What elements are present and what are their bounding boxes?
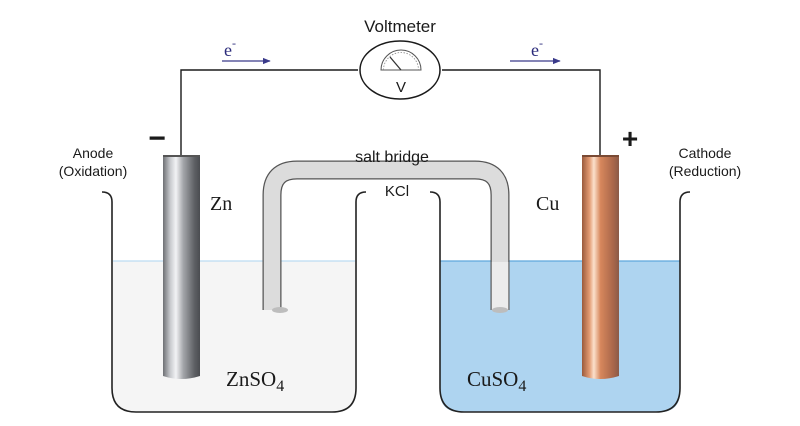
anode-sign: −	[148, 122, 166, 155]
anode-role-label: Anode	[73, 145, 114, 161]
voltmeter-dial	[380, 49, 422, 71]
wire-left	[180, 69, 358, 155]
voltmeter-needle	[389, 56, 402, 71]
zinc-rod	[163, 155, 200, 379]
voltmeter: Voltmeter V	[359, 17, 441, 100]
salt-bridge-right-end	[492, 307, 508, 313]
electron-label: e-	[531, 36, 543, 60]
wire-right	[442, 69, 601, 155]
zinc-label: Zn	[210, 193, 232, 215]
salt-bridge	[262, 160, 510, 313]
voltmeter-symbol: V	[396, 79, 406, 96]
cuso4-label: CuSO4	[467, 367, 526, 395]
electron-label: e-	[224, 36, 236, 60]
electron-flow-left: e-	[222, 36, 271, 65]
anode-beaker-wall	[101, 191, 367, 413]
kcl-label: KCl	[385, 183, 409, 200]
copper-electrode	[582, 155, 619, 379]
salt-bridge-label: salt bridge	[355, 149, 429, 166]
copper-label: Cu	[536, 193, 559, 215]
cathode-process-label: (Reduction)	[669, 163, 741, 179]
zinc-electrode	[163, 155, 200, 379]
anode-process-label: (Oxidation)	[59, 163, 127, 179]
cathode-sign: +	[622, 123, 638, 154]
znso4-label: ZnSO4	[226, 367, 284, 395]
salt-bridge-tube-inner	[263, 161, 509, 310]
cathode-beaker-wall	[429, 191, 691, 413]
voltmeter-dial-scale	[383, 52, 419, 71]
salt-bridge-left-end	[272, 307, 288, 313]
voltmeter-label: Voltmeter	[364, 17, 436, 36]
external-circuit	[180, 69, 601, 155]
salt-bridge-right-submerged	[491, 262, 509, 310]
copper-rod	[582, 155, 619, 379]
cathode-role-label: Cathode	[679, 145, 732, 161]
electron-flow-right: e-	[510, 36, 561, 65]
